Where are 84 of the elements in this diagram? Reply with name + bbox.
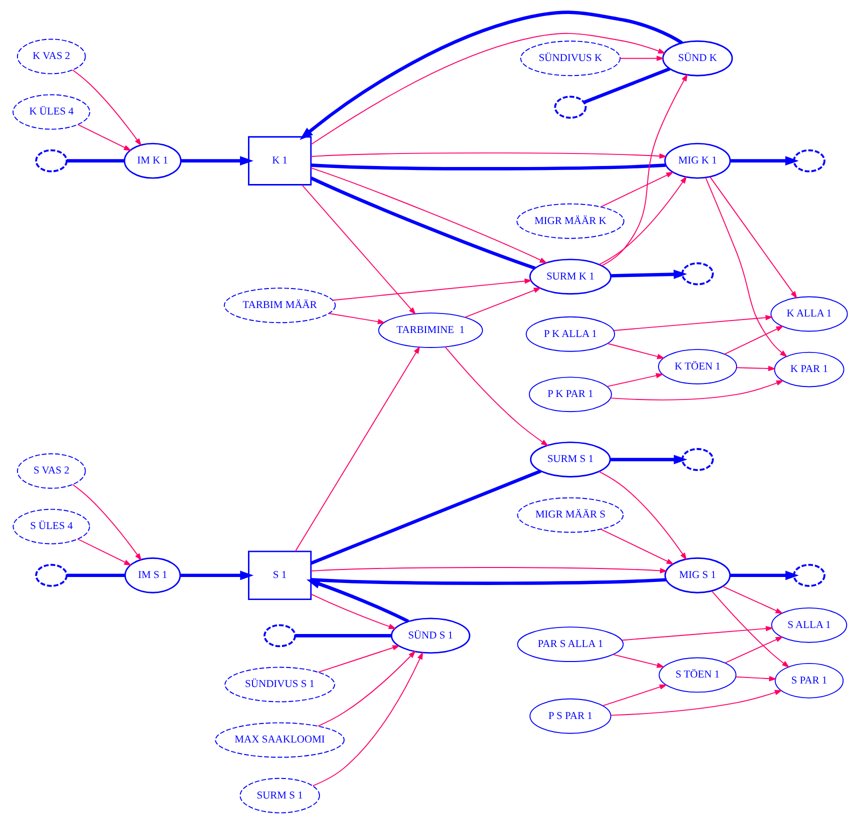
connector xyxy=(583,67,670,104)
arrow xyxy=(730,156,798,166)
arrow xyxy=(619,56,664,62)
connector xyxy=(310,176,536,270)
node-ellipse: P K ALLA 1 xyxy=(525,316,615,352)
arrow xyxy=(722,586,783,614)
arrow xyxy=(600,74,688,266)
node-ellipse: K ÜLES 4 xyxy=(12,94,90,130)
arrow xyxy=(736,366,776,372)
arrow xyxy=(610,690,782,716)
node-ellipse: K VAS 2 xyxy=(16,38,86,74)
arrow xyxy=(299,10,682,140)
arrow xyxy=(602,684,667,706)
arrow xyxy=(734,676,776,682)
node-ellipse: MIGR MÄÄR S xyxy=(516,497,624,533)
arrow xyxy=(76,538,132,566)
node-ellipse: S VAS 2 xyxy=(16,453,86,489)
arrow xyxy=(310,567,668,574)
arrow xyxy=(613,314,773,331)
node-ellipse: MIGR MÄÄR K xyxy=(516,203,624,239)
node-ellipse: P K PAR 1 xyxy=(528,376,612,412)
arrow xyxy=(72,484,142,561)
arrow xyxy=(606,343,664,360)
node-cloud xyxy=(34,149,68,172)
connector xyxy=(310,164,666,170)
connector xyxy=(66,574,124,578)
arrow xyxy=(310,167,547,264)
arrow xyxy=(598,471,686,560)
node-ellipse: S ÜLES 4 xyxy=(12,508,90,544)
arrow xyxy=(709,176,797,299)
arrow xyxy=(598,176,686,265)
node-cloud xyxy=(680,262,714,286)
arrow xyxy=(464,288,541,318)
node-cloud xyxy=(263,624,296,648)
connector xyxy=(310,578,666,585)
arrow xyxy=(310,594,396,629)
arrow xyxy=(612,654,664,668)
arrow xyxy=(444,346,548,446)
arrow xyxy=(710,590,790,668)
arrow xyxy=(317,645,400,673)
arrow xyxy=(704,177,788,358)
arrow xyxy=(310,152,667,159)
arrow xyxy=(609,380,784,400)
arrow xyxy=(76,124,132,151)
node-ellipse: SÜNDIVUS K xyxy=(520,40,620,76)
node-ellipse: MAX SAAKLOOMI xyxy=(214,722,344,758)
arrow xyxy=(620,626,773,641)
arrow xyxy=(729,570,798,580)
arrow xyxy=(328,312,385,324)
arrow xyxy=(332,278,532,301)
node-ellipse: P S PAR 1 xyxy=(529,698,611,734)
node-box: K 1 xyxy=(247,136,312,186)
arrow xyxy=(294,346,420,552)
node-ellipse: PAR S ALLA 1 xyxy=(516,626,624,662)
arrow xyxy=(610,270,687,280)
node-ellipse: SÜNDIVUS S 1 xyxy=(224,666,335,702)
node-ellipse: SURM S 1 xyxy=(239,778,320,814)
node-ellipse: SURM S 1 xyxy=(529,442,610,478)
node-ellipse: TARBIM MÄÄR xyxy=(223,288,336,324)
arrow xyxy=(312,652,423,786)
connector xyxy=(294,634,391,638)
arrow xyxy=(724,636,783,664)
arrow xyxy=(180,570,254,580)
arrow xyxy=(180,156,253,166)
node-box: S 1 xyxy=(247,550,312,600)
arrow xyxy=(600,528,674,565)
arrow xyxy=(610,454,687,464)
arrow xyxy=(317,650,416,727)
node-cloud xyxy=(792,564,825,587)
node-cloud xyxy=(34,564,68,587)
node-ellipse: SÜND K xyxy=(662,40,732,76)
arrow xyxy=(72,70,142,146)
arrow xyxy=(600,172,674,208)
node-cloud xyxy=(680,448,714,472)
node-cloud xyxy=(792,149,825,172)
arrow xyxy=(301,184,416,315)
arrow xyxy=(606,373,664,388)
arrow xyxy=(310,32,666,145)
connector xyxy=(66,159,124,162)
arrow xyxy=(306,579,409,623)
connector xyxy=(310,469,541,565)
arrow xyxy=(724,326,784,355)
node-ellipse: K TÖEN 1 xyxy=(658,348,737,384)
node-cloud xyxy=(554,96,586,119)
